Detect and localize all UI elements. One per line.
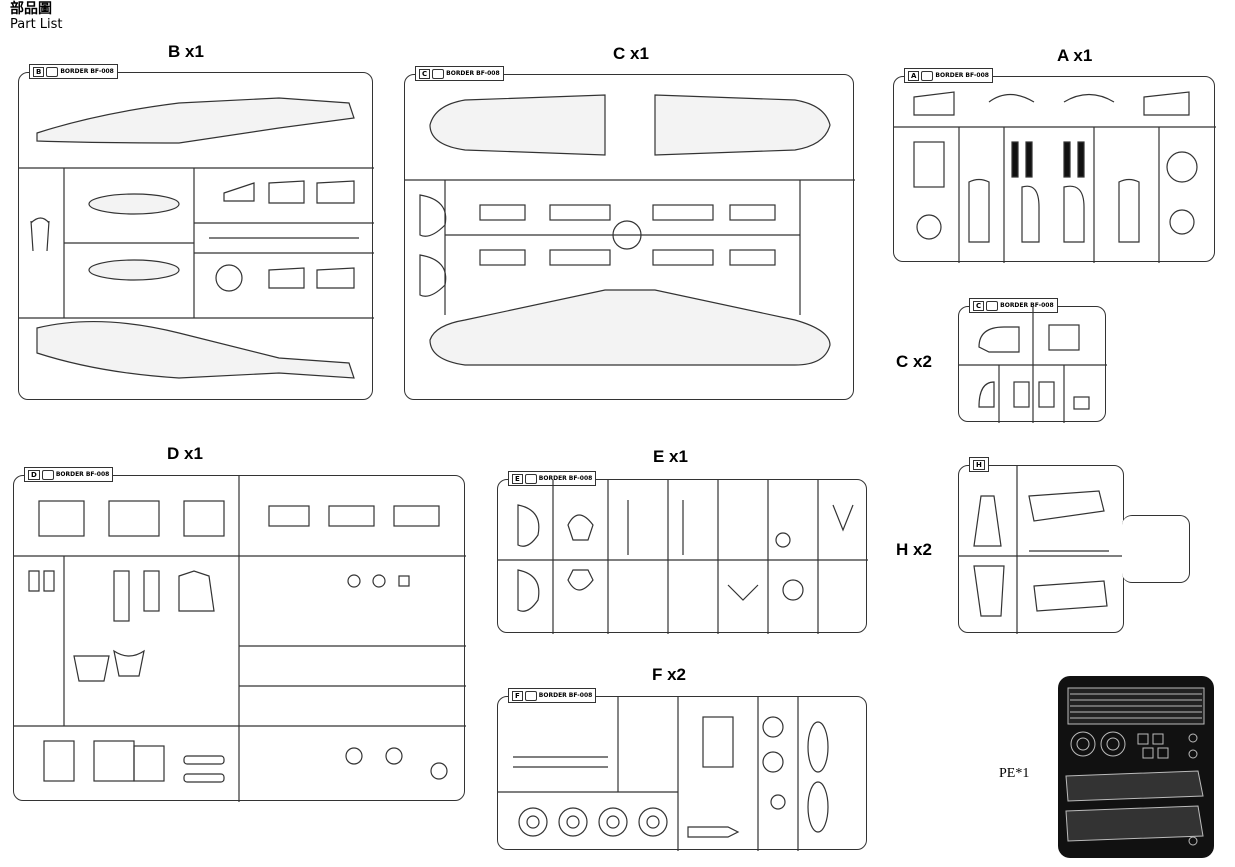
sprue-f-qty: F x2 <box>652 665 687 684</box>
brand-logo-icon <box>921 70 934 81</box>
page-header: 部品圖 Part List <box>10 1 63 33</box>
pe-fret-drawing <box>1065 687 1205 846</box>
brand-logo-icon <box>432 68 445 79</box>
sprue-b-drawing <box>19 97 374 379</box>
brand-logo-icon <box>46 66 59 77</box>
sprue-d-drawing <box>14 476 466 802</box>
sprue-c-drawing <box>405 94 855 366</box>
header-english: Part List <box>10 17 63 32</box>
sprue-e-drawing <box>498 480 868 634</box>
sprue-h: H <box>958 457 1125 634</box>
sprue-h-tag: H <box>969 457 989 472</box>
sprue-c-qty: C x1 <box>613 44 649 63</box>
brand-logo-icon <box>524 473 537 484</box>
sprue-d-qty: D x1 <box>167 444 203 463</box>
brand-logo-icon <box>986 300 999 311</box>
sprue-h-qty: H x2 <box>896 540 932 559</box>
pe-label: PE*1 <box>999 766 1030 781</box>
pe-fret <box>1058 676 1214 858</box>
sprue-h-tab <box>1122 515 1190 583</box>
sprue-a-qty: A x1 <box>1057 46 1093 65</box>
sprue-c-small-drawing <box>959 307 1107 423</box>
sprue-h-drawing <box>959 466 1125 634</box>
sprue-b-qty: B x1 <box>168 42 204 61</box>
sprue-c2-qty: C x2 <box>896 352 932 371</box>
header-chinese: 部品圖 <box>10 1 52 17</box>
sprue-a-drawing <box>894 91 1216 263</box>
sprue-e-qty: E x1 <box>653 447 688 466</box>
brand-logo-icon <box>41 469 54 480</box>
sprue-f-drawing <box>498 697 829 851</box>
brand-logo-icon <box>524 690 537 701</box>
